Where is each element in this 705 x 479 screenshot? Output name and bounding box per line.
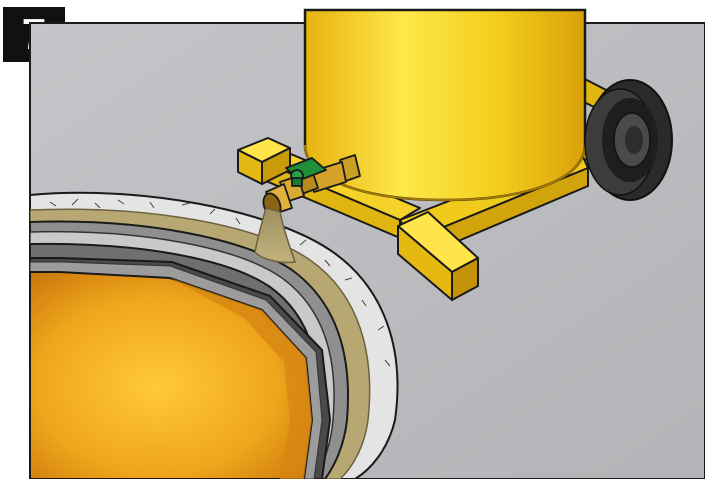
concrete-speckles [49, 198, 391, 367]
pit-wall-shade [170, 278, 312, 479]
cart-wheel-icon [584, 79, 673, 201]
liquid-stream [254, 207, 297, 264]
